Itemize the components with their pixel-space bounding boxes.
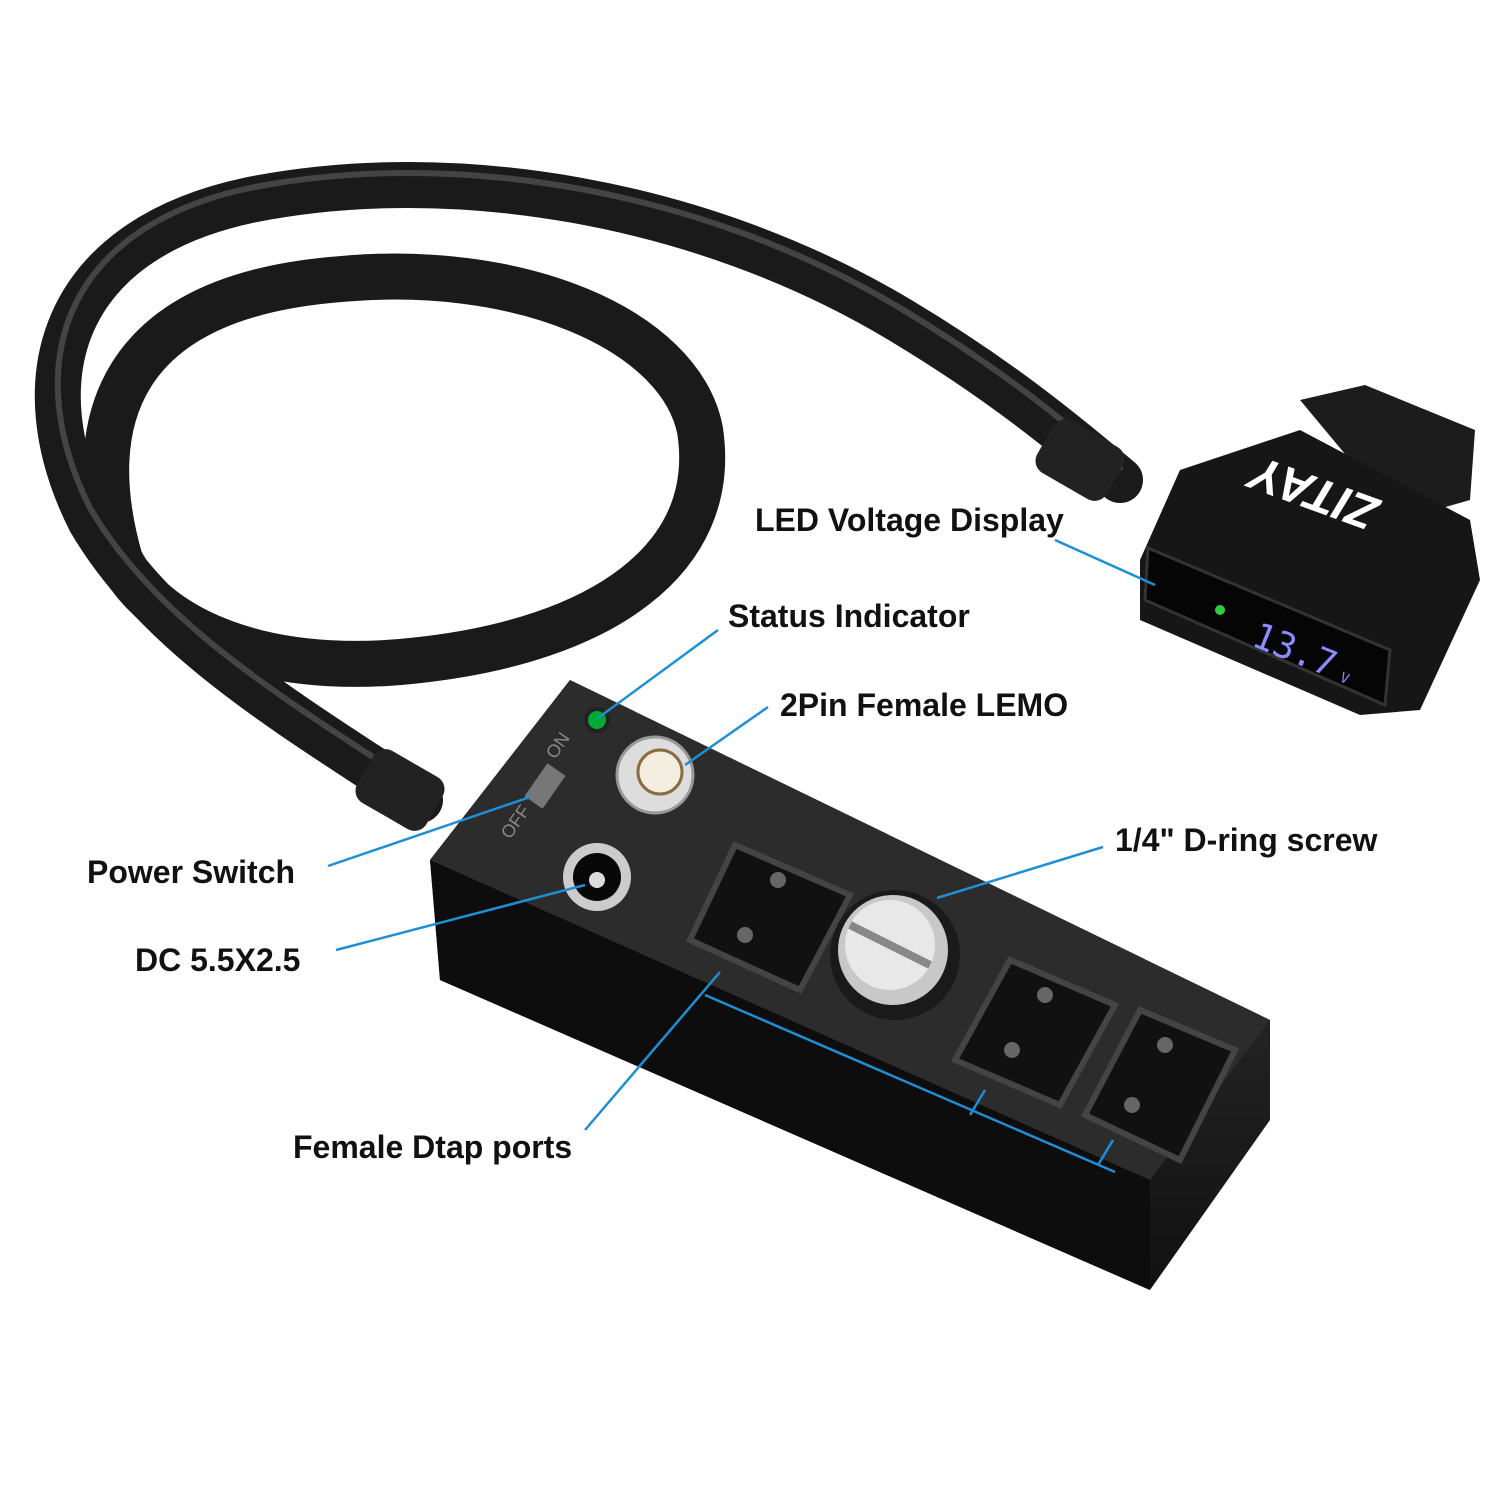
callout-status-indicator: Status Indicator xyxy=(728,598,970,634)
power-switch[interactable] xyxy=(524,763,566,809)
dtap-plug: 13.7 V ZITAY xyxy=(1035,385,1480,715)
splitter-box: ON OFF xyxy=(355,680,1270,1290)
voltage-led-icon xyxy=(1215,605,1225,615)
callout-lemo: 2Pin Female LEMO xyxy=(780,687,1069,723)
callout-dtap-ports: Female Dtap ports xyxy=(293,1129,573,1165)
d-ring-screw-icon[interactable] xyxy=(830,890,960,1020)
leader-lines xyxy=(327,538,1156,1174)
dtap-port-3[interactable] xyxy=(1080,1006,1240,1164)
callout-d-ring-screw: 1/4" D-ring screw xyxy=(1115,822,1378,858)
callout-led-voltage-display: LED Voltage Display xyxy=(755,502,1064,538)
callout-power-switch: Power Switch xyxy=(87,854,296,890)
dtap-port-1[interactable] xyxy=(685,841,855,994)
dtap-port-2[interactable] xyxy=(950,956,1120,1109)
dc-jack-icon[interactable] xyxy=(589,872,605,888)
cable xyxy=(34,162,1143,823)
callout-dc: DC 5.5X2.5 xyxy=(135,942,301,978)
